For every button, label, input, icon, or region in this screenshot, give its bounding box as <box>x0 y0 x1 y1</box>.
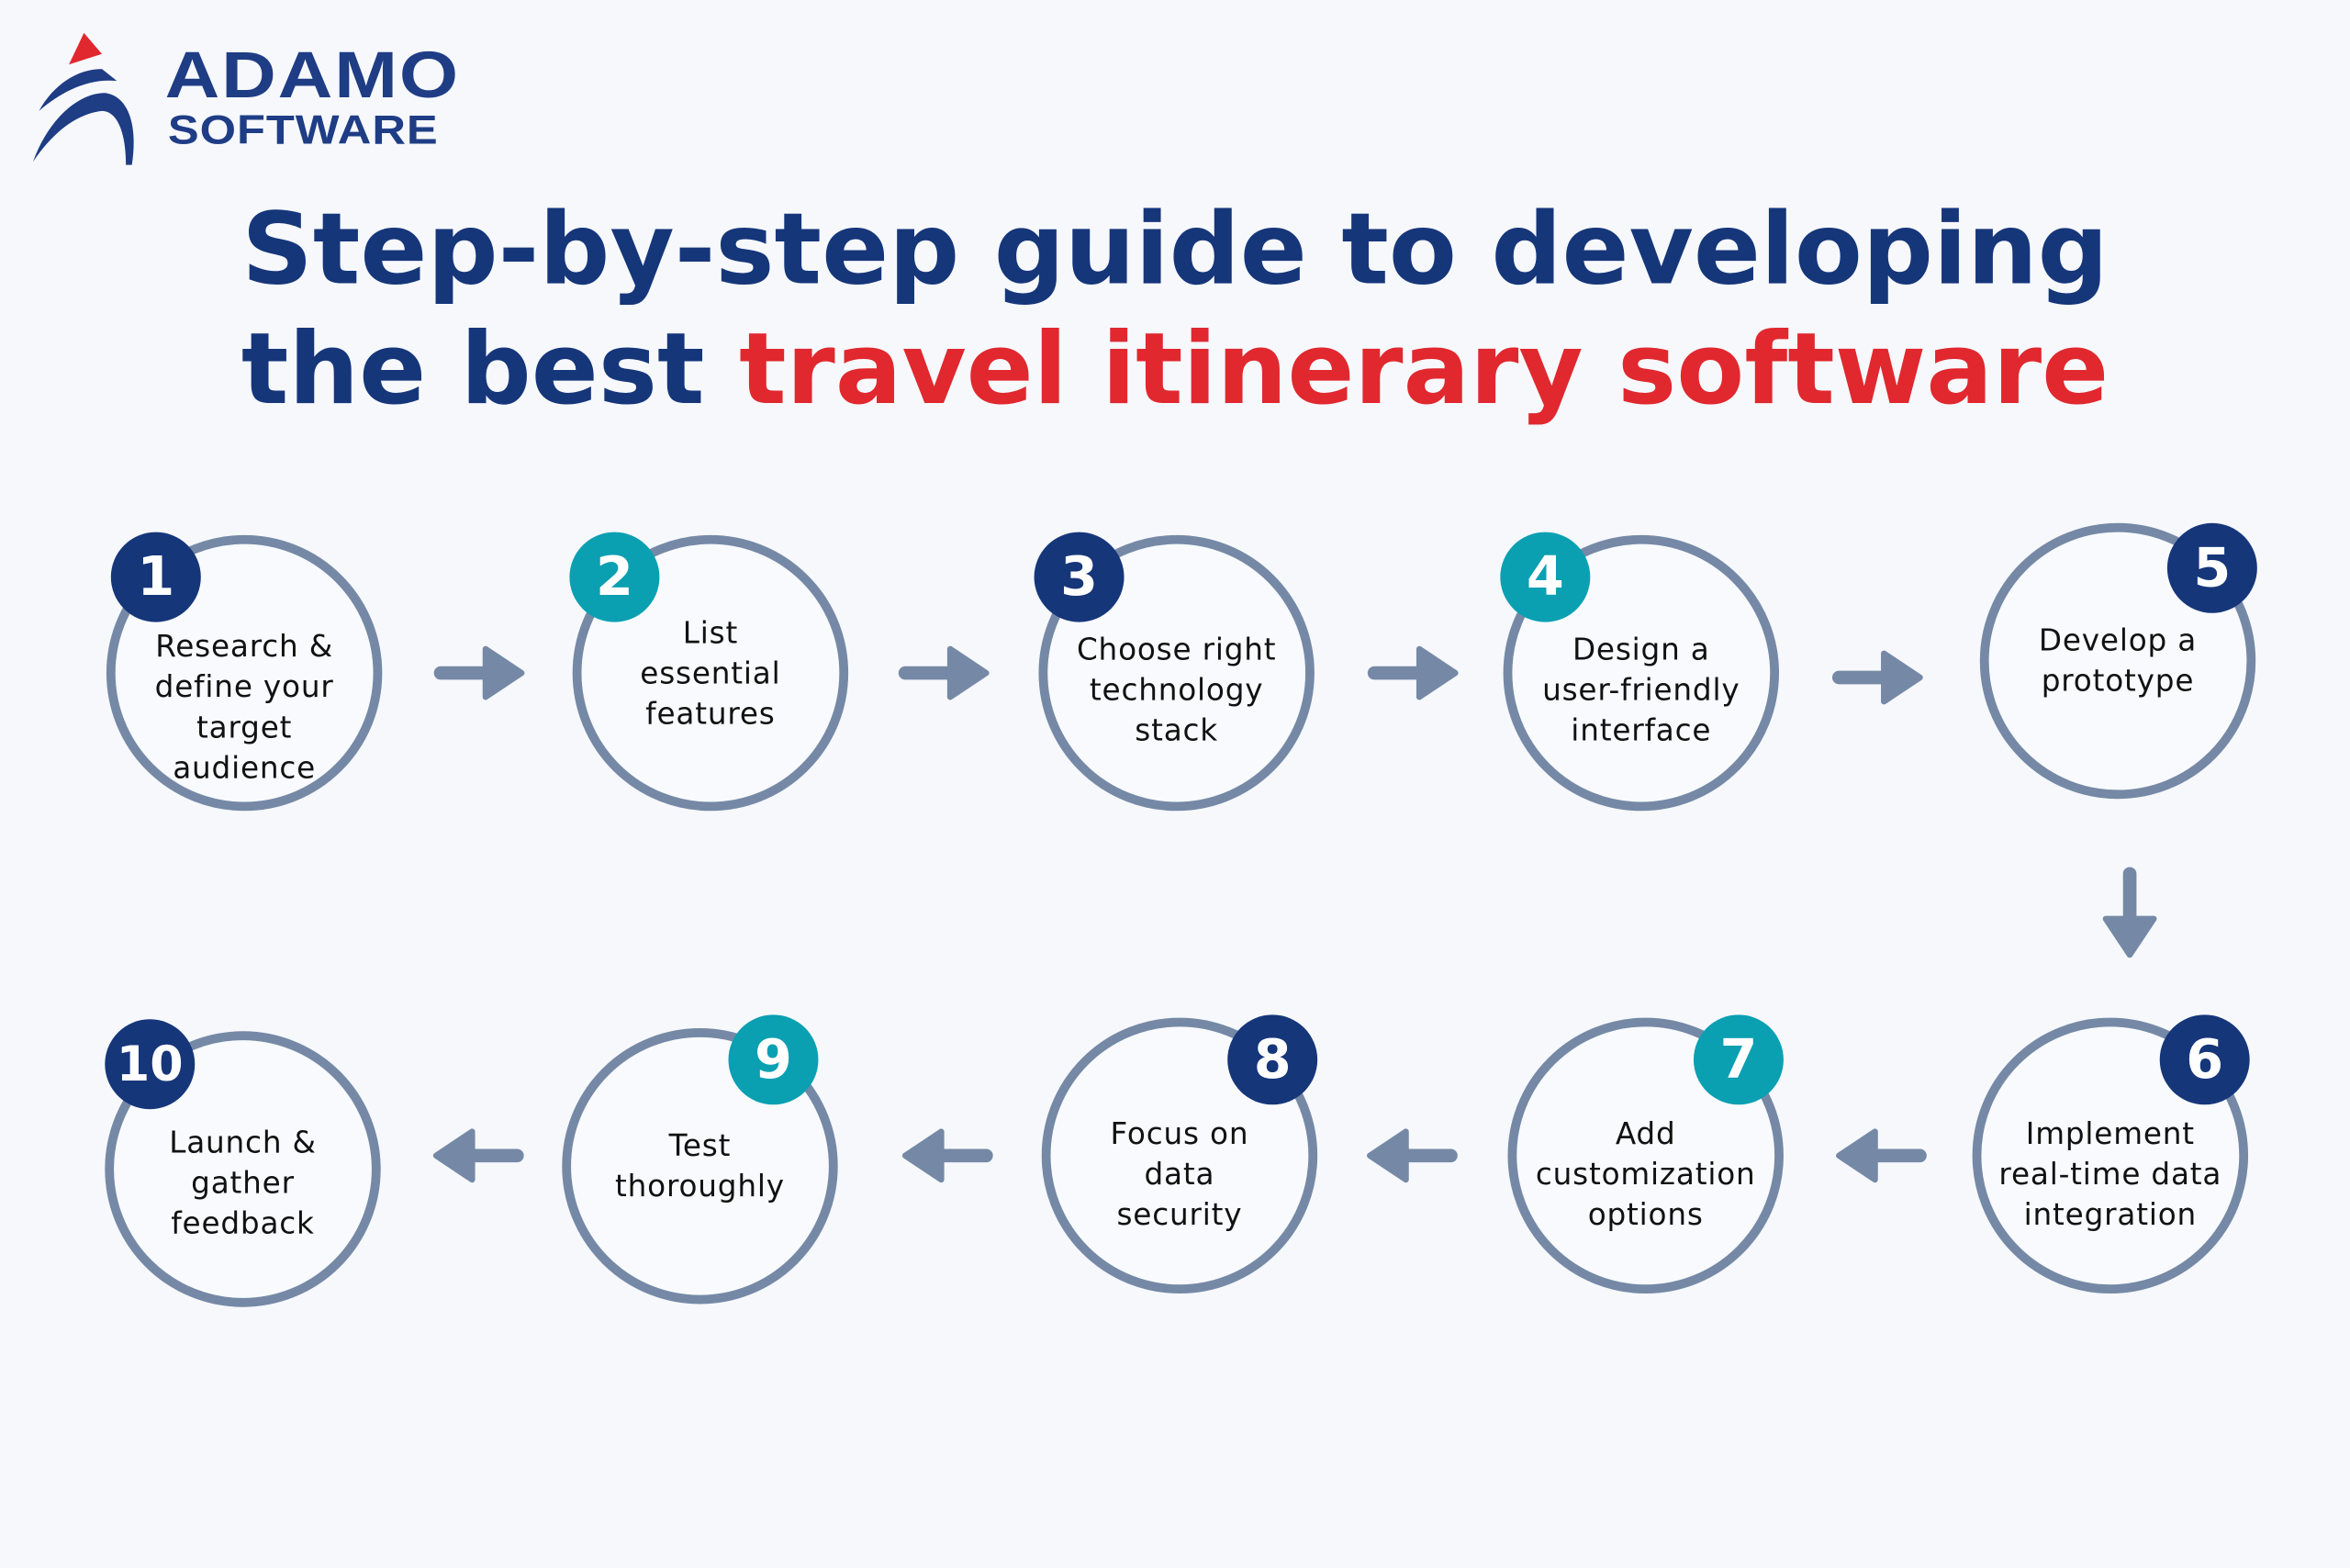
logo-icon <box>32 32 134 165</box>
arrow-right-icon <box>1367 645 1459 700</box>
step-label-line: thoroughly <box>615 1167 785 1204</box>
step-label-line: Develop a <box>2038 622 2198 658</box>
step-label-line: prototype <box>2041 662 2195 699</box>
arrow-right-icon <box>898 645 990 700</box>
step-label-line: stack <box>1135 711 1219 747</box>
step-6-badge: 6 <box>2159 1014 2250 1105</box>
page-title-line1: Step-by-step guide to developing <box>241 191 2109 308</box>
step-label-line: List <box>682 613 739 650</box>
step-label-line: Research & <box>155 628 334 665</box>
step-label-line: Launch & <box>169 1123 317 1159</box>
arrow-right-icon <box>433 645 525 700</box>
step-2-circle: List essential features <box>572 534 849 812</box>
step-label-line: essential <box>640 654 781 690</box>
step-label-line: options <box>1587 1195 1704 1232</box>
step-label-line: Design a <box>1572 630 1710 666</box>
step-label-line: define your <box>154 668 334 705</box>
step-label-line: Choose right <box>1076 630 1277 666</box>
step-label-line: Focus on <box>1110 1114 1249 1151</box>
step-1-badge: 1 <box>110 532 201 622</box>
logo-text-adamo: ADAMO <box>164 39 461 113</box>
logo-text-software: SOFTWARE <box>167 107 439 153</box>
step-label-line: features <box>645 694 776 731</box>
step-label-line: Add <box>1615 1114 1676 1151</box>
step-label-line: audience <box>173 749 317 786</box>
step-label-line: gather <box>191 1163 295 1200</box>
page-title-line2: the best travel itinerary software <box>0 312 2350 428</box>
arrow-left-icon <box>1367 1128 1458 1183</box>
step-2-badge: 2 <box>569 532 660 622</box>
step-label-line: customization <box>1535 1154 1756 1192</box>
arrow-left-icon <box>901 1128 993 1183</box>
arrow-right-icon <box>1831 650 1923 705</box>
title-highlight: travel itinerary software <box>739 311 2109 428</box>
title-dark-part: the best <box>241 311 740 428</box>
step-7-badge: 7 <box>1693 1014 1784 1105</box>
step-label-line: user-friendly <box>1542 670 1740 707</box>
step-3-circle: Choose right technology stack <box>1038 534 1315 812</box>
step-10-badge: 10 <box>105 1019 196 1110</box>
step-9-badge: 9 <box>728 1014 819 1105</box>
step-label-line: security <box>1116 1195 1243 1232</box>
step-1-circle: Research &define your target audience <box>106 534 383 812</box>
step-label-line: feedback <box>171 1204 315 1241</box>
step-4-badge: 4 <box>1500 532 1591 622</box>
arrow-left-icon <box>1836 1128 1927 1183</box>
step-5-badge: 5 <box>2166 522 2257 613</box>
step-label-line: real-time data <box>1998 1154 2222 1192</box>
step-3-badge: 3 <box>1034 532 1125 622</box>
step-label-line: Test <box>668 1126 732 1163</box>
arrow-down-icon <box>2102 867 2157 958</box>
step-label-line: interface <box>1571 711 1712 747</box>
step-label-line: Implement <box>2025 1114 2195 1151</box>
step-label-line: target <box>196 709 293 745</box>
step-8-badge: 8 <box>1227 1014 1318 1105</box>
step-label-line: data <box>1144 1154 1215 1192</box>
step-label-line: technology <box>1089 670 1264 707</box>
arrow-left-icon <box>432 1128 524 1183</box>
step-label-line: integration <box>2023 1195 2198 1232</box>
